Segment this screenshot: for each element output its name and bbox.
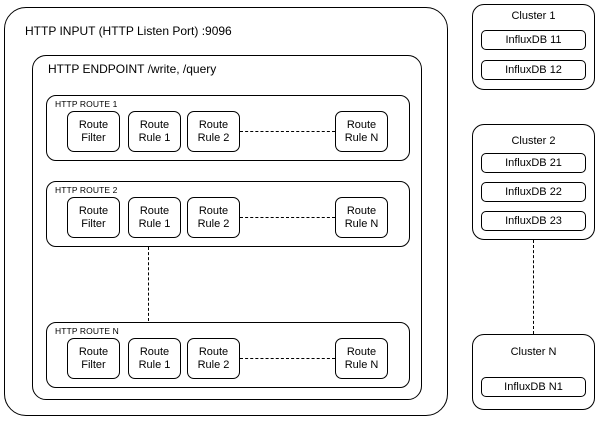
route-1-route-rule-2-line1: Route	[198, 118, 229, 131]
route-n-route-rule-n-line1: Route	[346, 345, 377, 358]
route-n-route-filter-line2: Filter	[81, 358, 106, 371]
route-1-route-rule-n-line1: Route	[346, 118, 377, 131]
route-2-route-filter-line2: Filter	[81, 217, 106, 230]
cluster-1-title: Cluster 1	[511, 10, 556, 22]
route-n-route-rule-n-line2: Rule N	[344, 358, 379, 371]
route-2-route-filter[interactable]: Route Filter	[67, 197, 120, 238]
route-2-route-rule-n-line2: Rule N	[344, 217, 379, 230]
cluster-2-title: Cluster 2	[511, 135, 556, 147]
route-1-route-rule-n[interactable]: Route Rule N	[335, 111, 388, 152]
route-n-route-rule-2[interactable]: Route Rule 2	[187, 338, 240, 379]
route-1-route-rule-n-line2: Rule N	[344, 131, 379, 144]
http-route-2-label: HTTP ROUTE 2	[55, 185, 118, 195]
route-n-route-rule-2-line1: Route	[198, 345, 229, 358]
route-n-route-rule-n[interactable]: Route Rule N	[335, 338, 388, 379]
http-route-1-label: HTTP ROUTE 1	[55, 99, 118, 109]
cluster-2-node-influxdb-22[interactable]: InfluxDB 22	[481, 182, 586, 202]
route-1-route-rule-2[interactable]: Route Rule 2	[187, 111, 240, 152]
route-n-route-rule-1[interactable]: Route Rule 1	[128, 338, 181, 379]
route-1-route-rule-1-line1: Route	[139, 118, 170, 131]
cluster-2-node-influxdb-21[interactable]: InfluxDB 21	[481, 153, 586, 173]
route-n-route-rule-1-line1: Route	[139, 345, 170, 358]
route-2-route-rule-n-line1: Route	[346, 204, 377, 217]
route-2-route-rule-n[interactable]: Route Rule N	[335, 197, 388, 238]
route-2-rule-connector-dashed	[240, 217, 335, 218]
cluster-1-node-influxdb-11[interactable]: InfluxDB 11	[481, 30, 586, 50]
route-n-route-rule-2-line2: Rule 2	[197, 358, 230, 371]
http-input-title: HTTP INPUT (HTTP Listen Port) :9096	[25, 24, 232, 38]
cluster-2-node-influxdb-23[interactable]: InfluxDB 23	[481, 211, 586, 231]
route-2-route-rule-1[interactable]: Route Rule 1	[128, 197, 181, 238]
route-2-route-rule-1-line1: Route	[139, 204, 170, 217]
route-1-route-rule-1-line2: Rule 1	[138, 131, 171, 144]
http-endpoint-title: HTTP ENDPOINT /write, /query	[48, 62, 217, 76]
route-n-route-filter-line1: Route	[78, 345, 109, 358]
route-2-route-rule-2[interactable]: Route Rule 2	[187, 197, 240, 238]
cluster-2-to-cluster-n-connector-dashed	[533, 240, 534, 334]
cluster-n-node-influxdb-n1[interactable]: InfluxDB N1	[481, 377, 586, 397]
route-2-to-route-n-connector-dashed	[148, 247, 149, 321]
route-2-route-rule-2-line2: Rule 2	[197, 217, 230, 230]
route-1-route-rule-1[interactable]: Route Rule 1	[128, 111, 181, 152]
route-1-route-filter-line2: Filter	[81, 131, 106, 144]
route-1-route-rule-2-line2: Rule 2	[197, 131, 230, 144]
route-2-route-filter-line1: Route	[78, 204, 109, 217]
route-2-route-rule-2-line1: Route	[198, 204, 229, 217]
route-n-rule-connector-dashed	[240, 358, 335, 359]
route-2-route-rule-1-line2: Rule 1	[138, 217, 171, 230]
route-1-route-filter-line1: Route	[78, 118, 109, 131]
route-n-route-rule-1-line2: Rule 1	[138, 358, 171, 371]
http-route-n-label: HTTP ROUTE N	[55, 326, 119, 336]
cluster-n-container	[472, 334, 595, 410]
route-1-rule-connector-dashed	[240, 131, 335, 132]
route-n-route-filter[interactable]: Route Filter	[67, 338, 120, 379]
cluster-n-title: Cluster N	[510, 346, 557, 358]
route-1-route-filter[interactable]: Route Filter	[67, 111, 120, 152]
cluster-1-node-influxdb-12[interactable]: InfluxDB 12	[481, 60, 586, 80]
